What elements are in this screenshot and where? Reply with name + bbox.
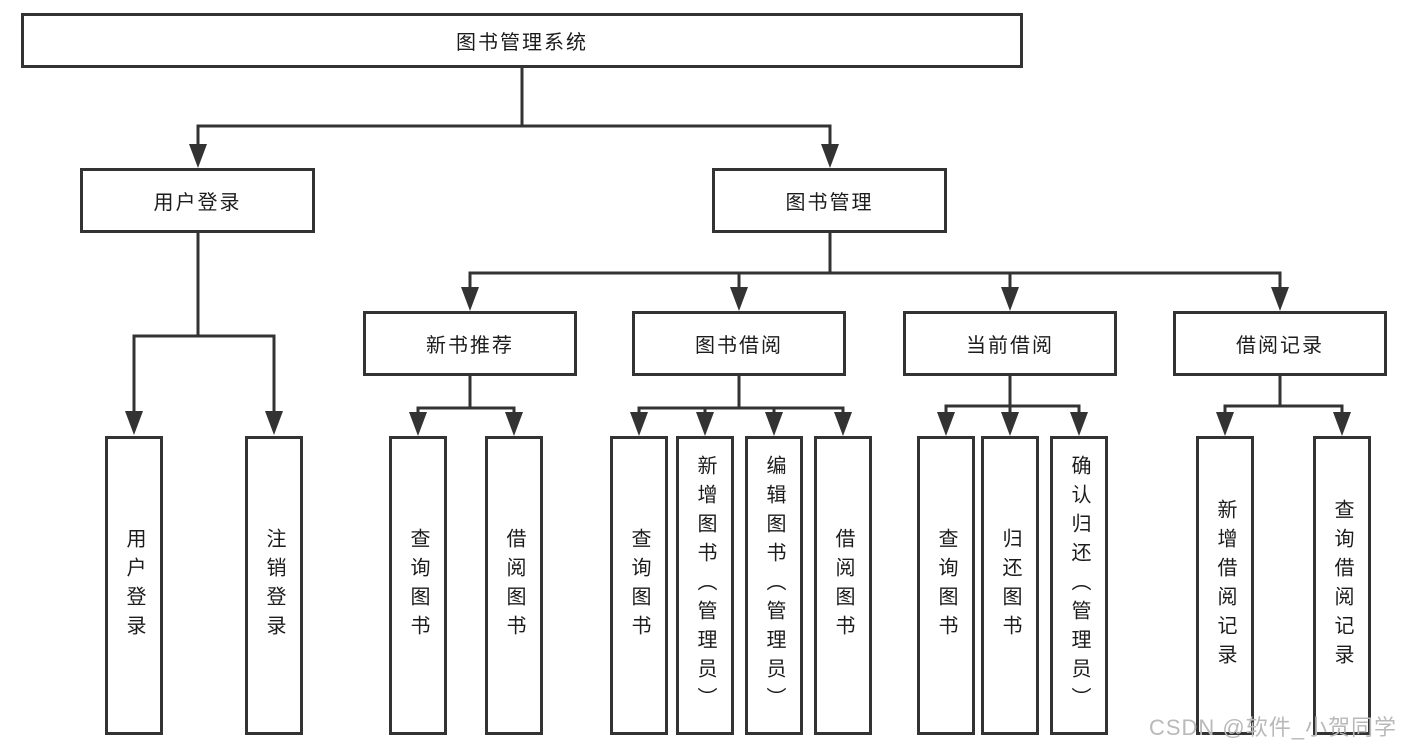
leaf-records-add: 新增借阅记录: [1196, 436, 1254, 735]
arrowhead-icons: [125, 144, 1351, 436]
leaf-current-return: 归还图书: [981, 436, 1039, 735]
node-current-borrow: 当前借阅: [903, 311, 1117, 376]
node-new-books: 新书推荐: [363, 311, 577, 376]
leaf-user-login: 用户登录: [105, 436, 163, 735]
leaf-newbooks-query: 查询图书: [389, 436, 447, 735]
node-book-mgmt: 图书管理: [712, 168, 947, 233]
leaf-records-query: 查询借阅记录: [1313, 436, 1371, 735]
leaf-current-confirm: 确认归还（管理员）: [1050, 436, 1108, 735]
node-root: 图书管理系统: [21, 13, 1023, 68]
leaf-bookborrow-query: 查询图书: [610, 436, 668, 735]
leaf-current-query: 查询图书: [917, 436, 975, 735]
leaf-bookborrow-add: 新增图书（管理员）: [676, 436, 734, 735]
leaf-bookborrow-borrow: 借阅图书: [814, 436, 872, 735]
node-book-borrow: 图书借阅: [632, 311, 846, 376]
leaf-bookborrow-edit: 编辑图书（管理员）: [745, 436, 803, 735]
node-borrow-records: 借阅记录: [1173, 311, 1387, 376]
leaf-newbooks-borrow: 借阅图书: [485, 436, 543, 735]
node-user-login: 用户登录: [80, 168, 315, 233]
csdn-watermark: CSDN @软件_小贺同学: [1148, 715, 1397, 740]
leaf-logout: 注销登录: [245, 436, 303, 735]
